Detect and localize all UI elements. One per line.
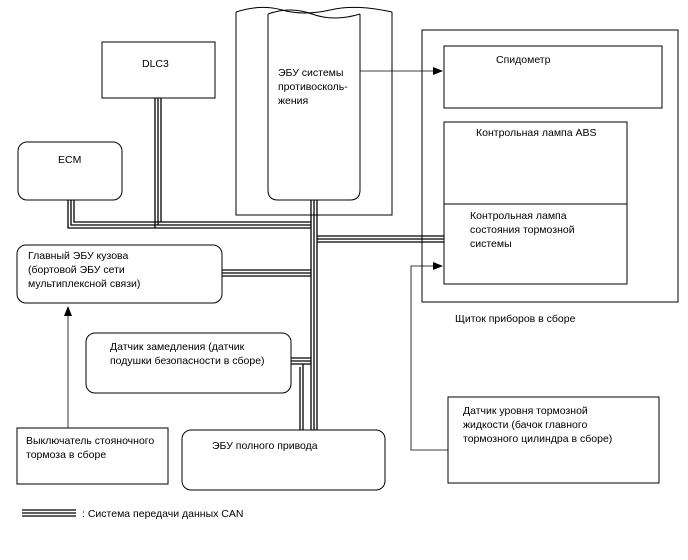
dlc3-box [101,41,216,99]
abs-ecu-wavy-top [267,9,361,19]
speedometer-box [443,45,663,109]
fluid-sensor-box [447,396,660,484]
parking-switch-label-1: Выключатель стояночного [26,435,154,447]
body-ecu-label-3: мультиплексной связи) [28,278,140,290]
abs-ecu-label-3: жения [278,95,308,107]
decel-sensor-label-2: подушки безопасности в сборе) [110,355,265,367]
brake-lamp-label-1: Контрольная лампа [470,210,567,222]
ecm-label: ECM [58,154,81,166]
awd-ecu-box [181,429,386,491]
decel-sensor-label-1: Датчик замедления (датчик [110,341,245,353]
decel-sensor-box [85,332,292,394]
body-ecu-label-2: (бортовой ЭБУ сети [28,264,125,276]
abs-ecu-torn-edge [235,6,393,14]
brake-lamp-label-3: системы [470,238,512,250]
legend-can-line [22,509,76,517]
abs-ecu-box [267,14,361,201]
speedometer-label: Спидометр [496,54,551,66]
body-ecu-box [16,244,223,304]
ecm-box [17,141,123,201]
abs-ecu-housing [235,12,393,216]
brake-lamp-label-2: состояния тормозной [470,224,575,236]
abs-lamp-label: Контрольная лампа ABS [476,127,597,139]
body-ecu-label-1: Главный ЭБУ кузова [28,250,129,262]
abs-ecu-label-2: противосколь- [278,81,348,93]
brake-lamp-box [443,203,628,285]
fluid-sensor-label-3: тормозного цилиндра в сборе) [463,433,612,445]
legend-can-label: : Система передачи данных CAN [82,508,243,520]
fluid-sensor-arrow [410,262,448,451]
awd-ecu-label: ЭБУ полного привода [212,440,318,452]
parking-switch-box [16,427,169,485]
abs-ecu-label-1: ЭБУ системы [278,67,343,79]
parking-switch-label-2: тормоза в сборе [26,449,106,461]
combination-meter-box [421,29,679,303]
fluid-sensor-label-2: жидкости (бачок главного [463,419,587,431]
fluid-sensor-label-1: Датчик уровня тормозной [463,405,588,417]
combination-meter-label: Щиток приборов в сборе [455,313,576,325]
can-bus-lines [67,98,444,430]
dlc3-label: DLC3 [142,58,169,70]
